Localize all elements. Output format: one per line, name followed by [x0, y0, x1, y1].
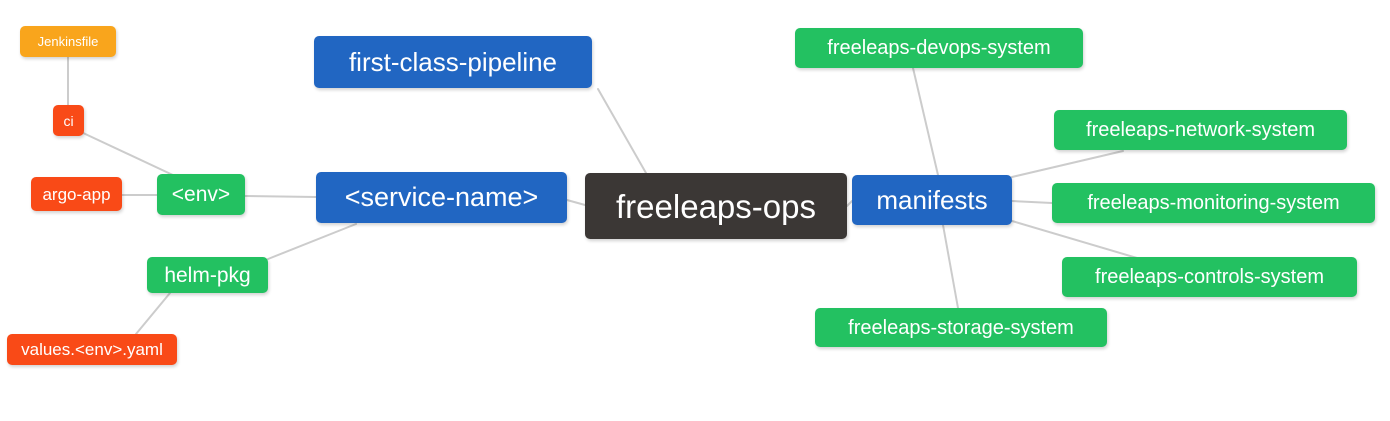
node-env[interactable]: <env> [157, 174, 245, 215]
edge-env-to-service-name [244, 195, 317, 198]
edge-manifests-to-storage-system [942, 224, 959, 309]
node-first-class-pipeline[interactable]: first-class-pipeline [314, 36, 592, 88]
edge-first-class-pipeline-to-freeleaps-ops [597, 88, 647, 174]
node-network-system[interactable]: freeleaps-network-system [1054, 110, 1347, 150]
node-freeleaps-ops[interactable]: freeleaps-ops [585, 173, 847, 239]
node-argo-app[interactable]: argo-app [31, 177, 122, 211]
edge-helm-pkg-to-service-name [267, 223, 357, 260]
edge-values-env-yaml-to-helm-pkg [135, 292, 171, 335]
node-helm-pkg[interactable]: helm-pkg [147, 257, 268, 293]
edge-manifests-to-monitoring-system [1011, 200, 1053, 204]
edge-manifests-to-controls-system [1011, 220, 1138, 259]
node-devops-system[interactable]: freeleaps-devops-system [795, 28, 1083, 68]
node-controls-system[interactable]: freeleaps-controls-system [1062, 257, 1357, 297]
node-ci[interactable]: ci [53, 105, 84, 136]
node-values-env-yaml[interactable]: values.<env>.yaml [7, 334, 177, 365]
edge-manifests-to-network-system [1011, 150, 1124, 178]
node-jenkinsfile[interactable]: Jenkinsfile [20, 26, 116, 57]
edge-service-name-to-freeleaps-ops [566, 199, 586, 206]
node-monitoring-system[interactable]: freeleaps-monitoring-system [1052, 183, 1375, 223]
edge-manifests-to-devops-system [912, 67, 939, 176]
node-service-name[interactable]: <service-name> [316, 172, 567, 223]
node-manifests[interactable]: manifests [852, 175, 1012, 225]
edge-freeleaps-ops-to-manifests [846, 200, 853, 207]
node-storage-system[interactable]: freeleaps-storage-system [815, 308, 1107, 347]
edge-ci-to-env [80, 131, 176, 177]
